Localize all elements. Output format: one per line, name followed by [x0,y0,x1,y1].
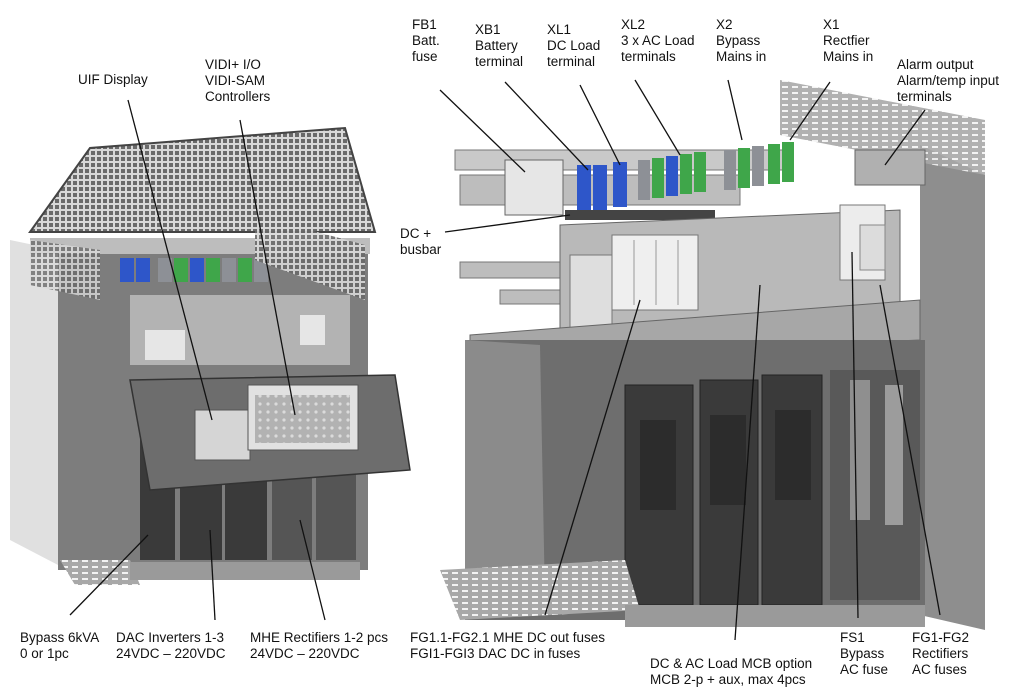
leader-vidi [239,119,296,416]
leader-mhe-rectifiers [299,519,326,621]
leader-mcb [734,284,761,641]
leader-x1 [789,81,831,141]
leader-fs1 [851,251,859,619]
label-fs1: FS1 Bypass AC fuse [840,630,889,677]
label-bypass: Bypass 6kVA 0 or 1pc [20,630,100,661]
label-x1: X1 Rectfier Mains in [823,17,874,64]
leader-xl1 [579,84,621,166]
right-side-panel [920,145,985,630]
label-fg1-fg2: FG1-FG2 Rectifiers AC fuses [912,630,970,677]
leader-xb1 [504,81,589,171]
right-terminal-block [504,142,926,216]
label-xl2: XL2 3 x AC Load terminals [621,17,695,64]
label-xb1: XB1 Battery terminal [475,22,524,69]
leader-fg1-fg2 [879,284,941,616]
leader-uif-display [127,99,213,421]
left-lid-mesh [28,126,377,233]
label-vidi-controllers: VIDI+ I/O VIDI-SAM Controllers [205,57,271,104]
dc-busbar [565,210,715,220]
uif-display-unit [194,409,251,461]
leader-dc-busbar [444,214,571,233]
label-alarm-terminals: Alarm output Alarm/temp input terminals [897,57,1000,104]
label-dc-busbar: DC + busbar [400,226,442,257]
left-cabinet [10,126,411,585]
leader-lines [69,79,941,641]
leader-dac-inverters [209,529,216,621]
leader-bypass [69,534,149,616]
right-cabinet [440,80,985,630]
label-xl1: XL1 DC Load terminal [547,22,601,69]
leader-x2 [727,79,743,141]
leader-fg-fuses [544,299,641,616]
label-x2: X2 Bypass Mains in [716,17,767,64]
label-fg-fuses: FG1.1-FG2.1 MHE DC out fuses FGI1-FGI3 D… [410,630,606,661]
label-mhe-rectifiers: MHE Rectifiers 1-2 pcs 24VDC – 220VDC [250,630,389,661]
right-bottom-grid [440,560,640,620]
label-fb1: FB1 Batt. fuse [412,17,440,64]
label-mcb-option: DC & AC Load MCB option MCB 2-p + aux, m… [650,656,813,687]
label-uif-display: UIF Display [78,72,148,87]
left-terminal-block [120,258,268,282]
label-dac-inverters: DAC Inverters 1-3 24VDC – 220VDC [116,630,226,661]
leader-fb1 [439,89,526,173]
left-side-panel [10,240,58,565]
leader-alarm [884,109,926,166]
leader-xl2 [634,79,681,156]
mcb-breakers [611,234,699,311]
dac-inverter-modules [624,374,823,606]
